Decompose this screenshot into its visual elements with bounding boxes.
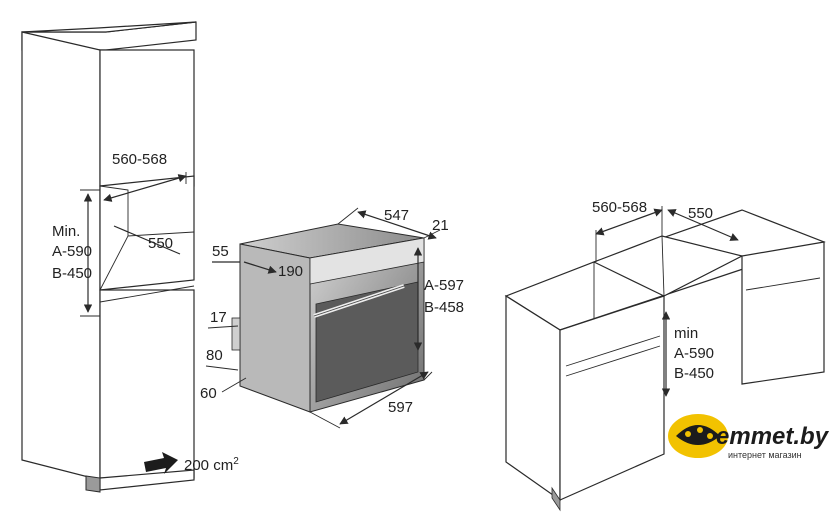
ventilation-arrow-icon: [144, 452, 178, 474]
tall-cabinet: 560-568 550 Min. A-590 B-450 200 cm2: [21, 21, 239, 493]
label-niche-height-a: A-590: [52, 243, 92, 260]
oven-control-panel: [309, 237, 425, 285]
label-oven-side-17: 17: [210, 309, 227, 326]
cabinet-top-face: [21, 21, 197, 33]
label-oven-top-offset: 55: [212, 243, 229, 260]
logo-tagline: интернет магазин: [728, 450, 802, 460]
base-cabinet-door-right: [741, 241, 825, 385]
label-oven-width: 597: [388, 399, 413, 416]
label-oven-side-80: 80: [206, 347, 223, 364]
dim-line-base-niche-width: [595, 208, 663, 236]
dim-line-oven-width: [339, 371, 429, 425]
label-base-height-b: B-450: [674, 365, 714, 382]
dim-line-niche-depth: [113, 225, 181, 255]
label-oven-height-a: A-597: [424, 277, 464, 294]
label-base-height-a: A-590: [674, 345, 714, 362]
label-oven-depth: 547: [384, 207, 409, 224]
label-base-niche-width: 560-568: [592, 199, 647, 216]
dim-line-niche-width: [103, 174, 187, 202]
base-cabinet-side: [505, 294, 561, 502]
label-niche-height-b: B-450: [52, 265, 92, 282]
label-oven-front-thickness: 21: [432, 217, 449, 234]
cabinet-upper-door: [99, 49, 195, 187]
emmet-logo: emmet.by интернет магазин: [668, 414, 830, 460]
dim-line-oven-depth: [357, 210, 437, 240]
label-base-niche-depth: 550: [688, 205, 713, 222]
label-base-height-min: min: [674, 325, 698, 342]
label-niche-depth: 550: [148, 235, 173, 252]
label-ventilation: 200 cm2: [184, 456, 239, 474]
dim-line-base-niche-depth: [667, 209, 739, 241]
label-oven-height-b: B-458: [424, 299, 464, 316]
label-oven-side-60: 60: [200, 385, 217, 402]
base-cabinet: 560-568 550 min A-590 B-450: [504, 199, 826, 512]
base-cabinet-door-left: [559, 295, 665, 501]
label-niche-width: 560-568: [112, 151, 167, 168]
label-oven-top-depth: 190: [278, 263, 303, 280]
cabinet-lower-door: [99, 289, 195, 479]
label-niche-height-min: Min.: [52, 223, 80, 240]
logo-brand: emmet.by: [716, 423, 830, 450]
oven-appliance: 547 21 55 190 A-597 B-458 17 80 60 597: [200, 207, 464, 429]
